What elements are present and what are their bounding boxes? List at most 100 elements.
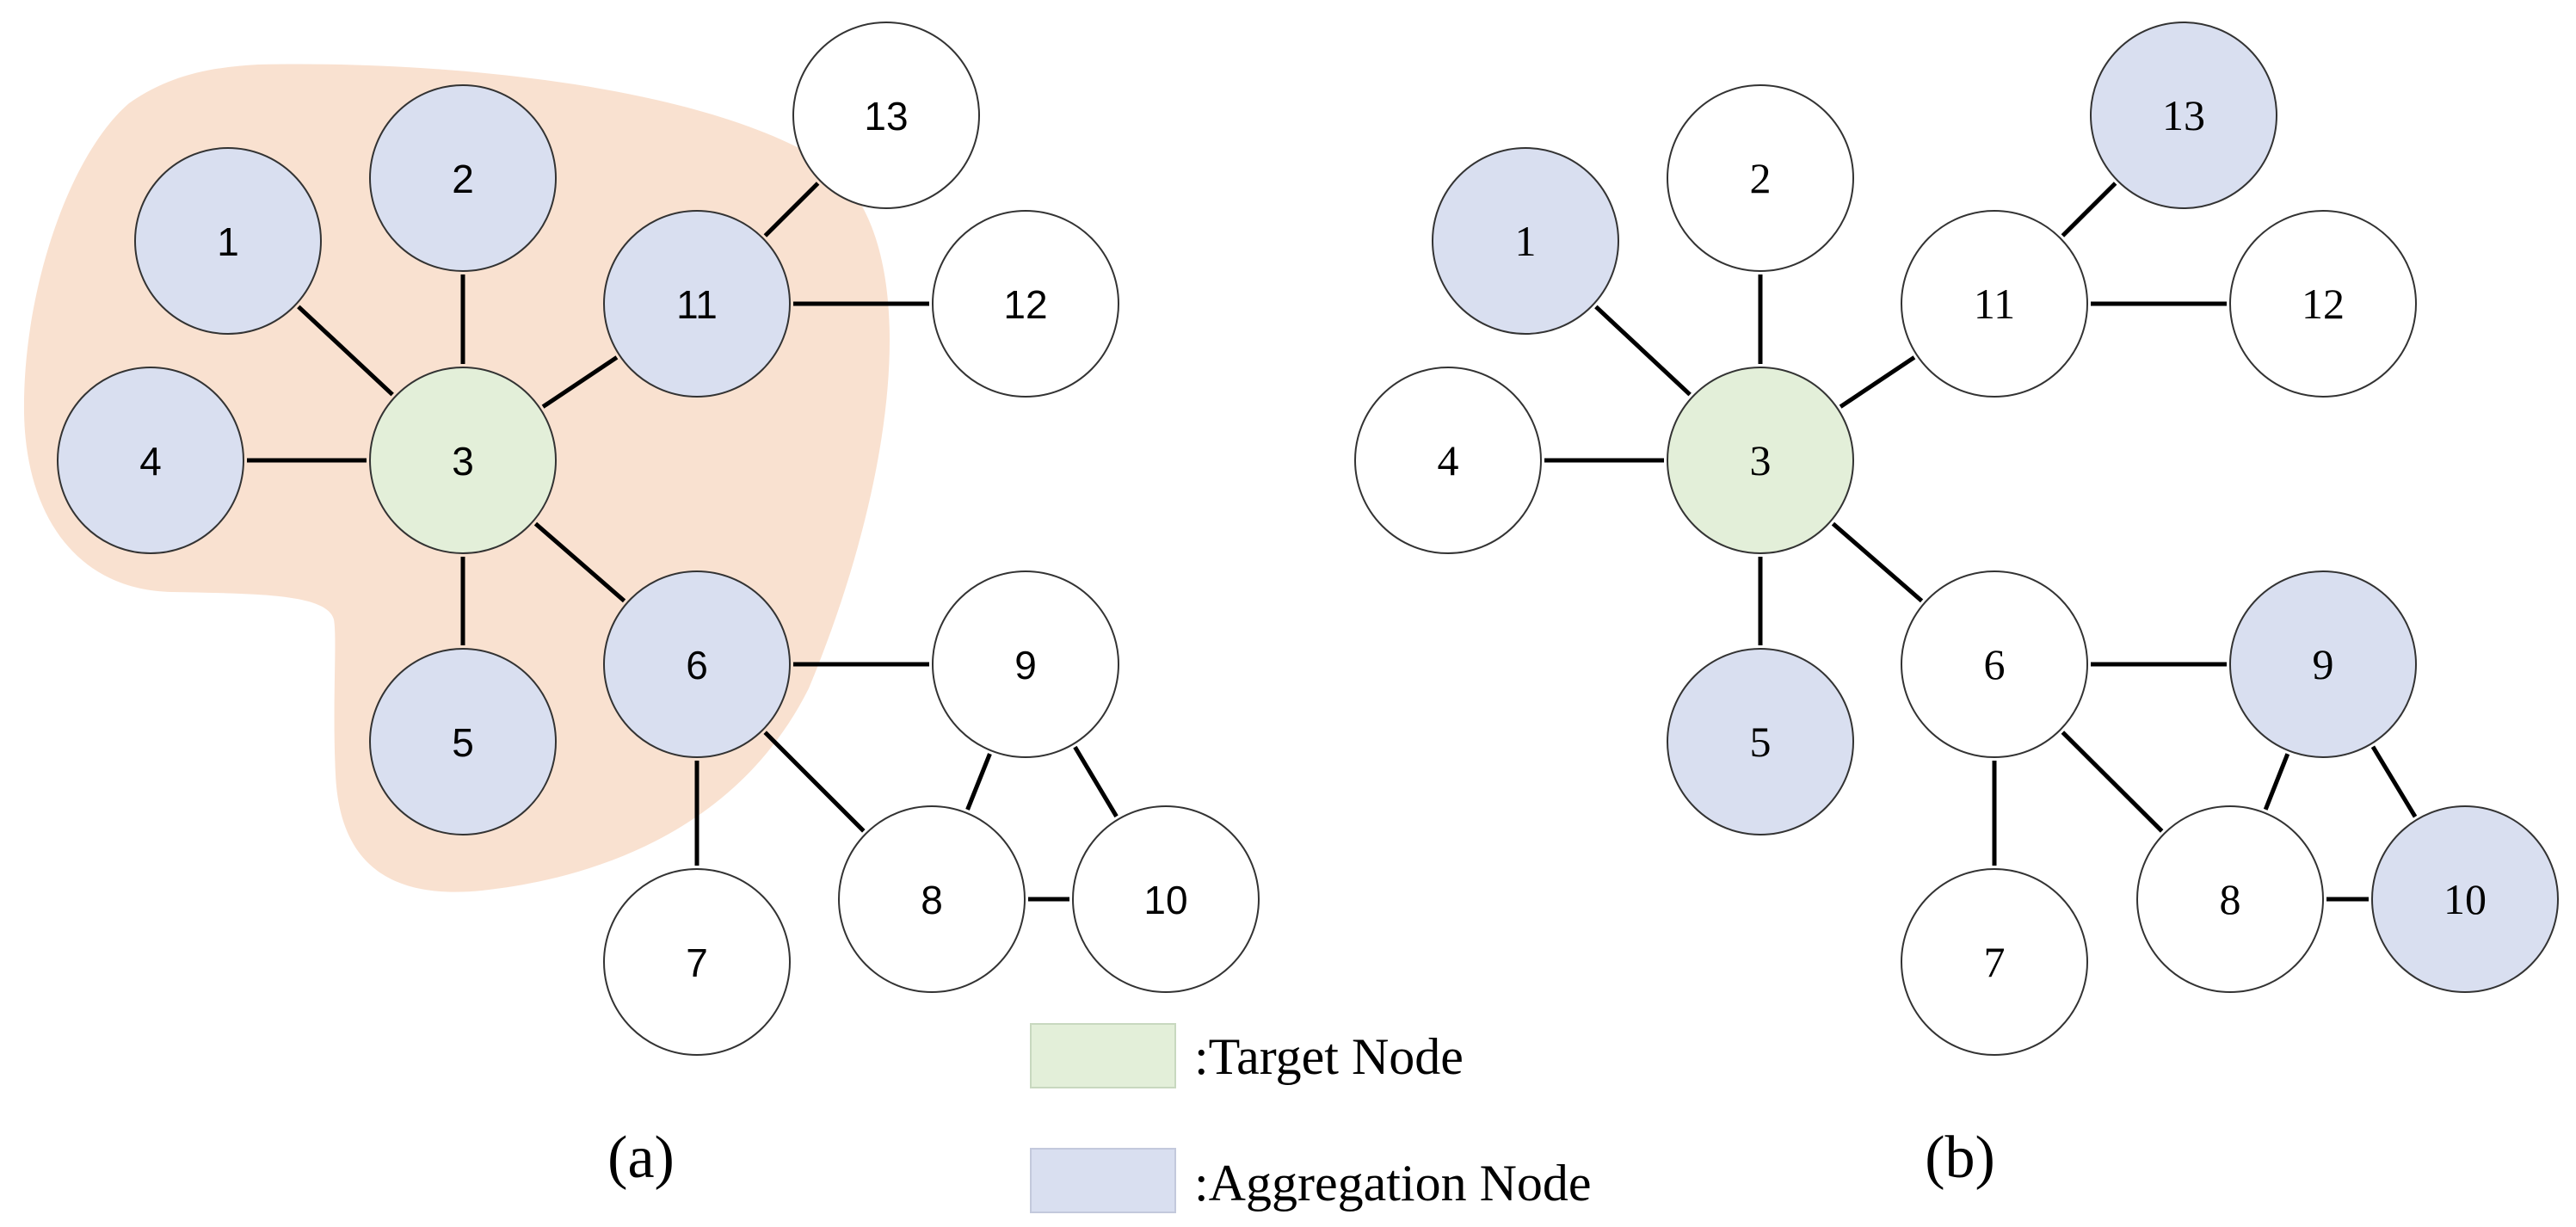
node-circle-13 (792, 22, 980, 209)
node-11: 11 (1901, 210, 2088, 398)
edge-11-13 (2061, 182, 2117, 237)
node-label-8: 8 (921, 878, 943, 922)
edge-9-10 (2370, 745, 2418, 818)
node-12: 12 (2229, 210, 2417, 398)
edge-9-10 (1073, 745, 1119, 818)
node-2: 2 (1667, 84, 1854, 272)
node-5: 5 (1667, 648, 1854, 835)
node-label-7: 7 (686, 940, 708, 985)
node-circle-10 (2371, 805, 2559, 993)
node-circle-3 (1667, 367, 1854, 554)
node-label-1: 1 (1515, 217, 1537, 265)
node-label-9: 9 (1014, 643, 1037, 687)
panel-b-caption: (b) (1925, 1125, 1995, 1191)
node-circle-9 (2229, 570, 2417, 758)
edge-1-3 (1594, 305, 1692, 397)
node-circle-4 (1354, 367, 1542, 554)
node-1: 1 (134, 147, 322, 335)
panel-b-edges (1544, 182, 2418, 902)
node-13: 13 (2090, 22, 2277, 209)
node-6: 6 (1901, 570, 2088, 758)
node-label-11: 11 (676, 282, 718, 327)
node-label-3: 3 (452, 439, 474, 484)
edge-8-9 (965, 753, 992, 811)
edge-11-13 (763, 182, 820, 237)
node-circle-6 (1901, 570, 2088, 758)
node-4: 4 (1354, 367, 1542, 554)
legend-target-label: :Target Node (1194, 1028, 1464, 1085)
node-13: 13 (792, 22, 980, 209)
node-label-6: 6 (1984, 640, 2006, 688)
node-circle-1 (1432, 147, 1619, 335)
node-10: 10 (1072, 805, 1260, 993)
edge-11-3 (1839, 355, 1916, 409)
node-7: 7 (1901, 868, 2088, 1056)
node-label-3: 3 (1750, 436, 1772, 484)
node-label-13: 13 (2162, 91, 2205, 139)
legend-target-swatch (1030, 1023, 1176, 1088)
legend: :Target Node :Aggregation Node (1030, 1023, 1592, 1213)
node-label-11: 11 (1974, 280, 2015, 328)
node-label-6: 6 (686, 643, 708, 687)
node-7: 7 (603, 868, 791, 1056)
edge-6-3 (1831, 521, 1924, 603)
node-9: 9 (932, 570, 1119, 758)
node-circle-9 (932, 570, 1119, 758)
node-label-9: 9 (2313, 640, 2334, 688)
node-label-1: 1 (217, 219, 239, 264)
node-circle-7 (1901, 868, 2088, 1056)
node-11: 11 (603, 210, 791, 398)
edge-6-3 (533, 521, 626, 603)
node-6: 6 (603, 570, 791, 758)
edge-11-3 (541, 355, 619, 409)
node-circle-7 (603, 868, 791, 1056)
node-2: 2 (369, 84, 557, 272)
node-label-12: 12 (1003, 282, 1047, 327)
node-circle-5 (1667, 648, 1854, 835)
node-10: 10 (2371, 805, 2559, 993)
node-label-4: 4 (139, 439, 162, 484)
node-label-13: 13 (864, 94, 908, 139)
node-circle-2 (369, 84, 557, 272)
node-5: 5 (369, 648, 557, 835)
node-1: 1 (1432, 147, 1619, 335)
node-label-8: 8 (2220, 875, 2241, 923)
node-circle-11 (1901, 210, 2088, 398)
node-label-10: 10 (2444, 875, 2487, 923)
node-circle-8 (838, 805, 1026, 993)
node-circle-12 (932, 210, 1119, 398)
node-label-4: 4 (1438, 436, 1459, 484)
edge-1-3 (297, 305, 394, 397)
node-4: 4 (57, 367, 244, 554)
node-3: 3 (369, 367, 557, 554)
node-9: 9 (2229, 570, 2417, 758)
node-label-5: 5 (452, 720, 474, 765)
edge-6-8 (2061, 731, 2164, 833)
node-label-7: 7 (1984, 938, 2006, 986)
legend-aggregation-swatch (1030, 1148, 1176, 1213)
node-circle-5 (369, 648, 557, 835)
node-circle-2 (1667, 84, 1854, 272)
node-circle-10 (1072, 805, 1260, 993)
node-circle-11 (603, 210, 791, 398)
node-circle-12 (2229, 210, 2417, 398)
legend-aggregation-label: :Aggregation Node (1194, 1155, 1592, 1212)
node-label-10: 10 (1143, 878, 1187, 922)
node-circle-13 (2090, 22, 2277, 209)
node-circle-3 (369, 367, 557, 554)
node-label-2: 2 (452, 157, 474, 201)
node-circle-1 (134, 147, 322, 335)
panel-a-caption: (a) (607, 1125, 675, 1191)
panel-a-edges (247, 182, 1119, 902)
edge-6-8 (763, 731, 866, 833)
node-circle-4 (57, 367, 244, 554)
node-12: 12 (932, 210, 1119, 398)
node-label-5: 5 (1750, 718, 1772, 766)
node-circle-8 (2136, 805, 2324, 993)
node-3: 3 (1667, 367, 1854, 554)
